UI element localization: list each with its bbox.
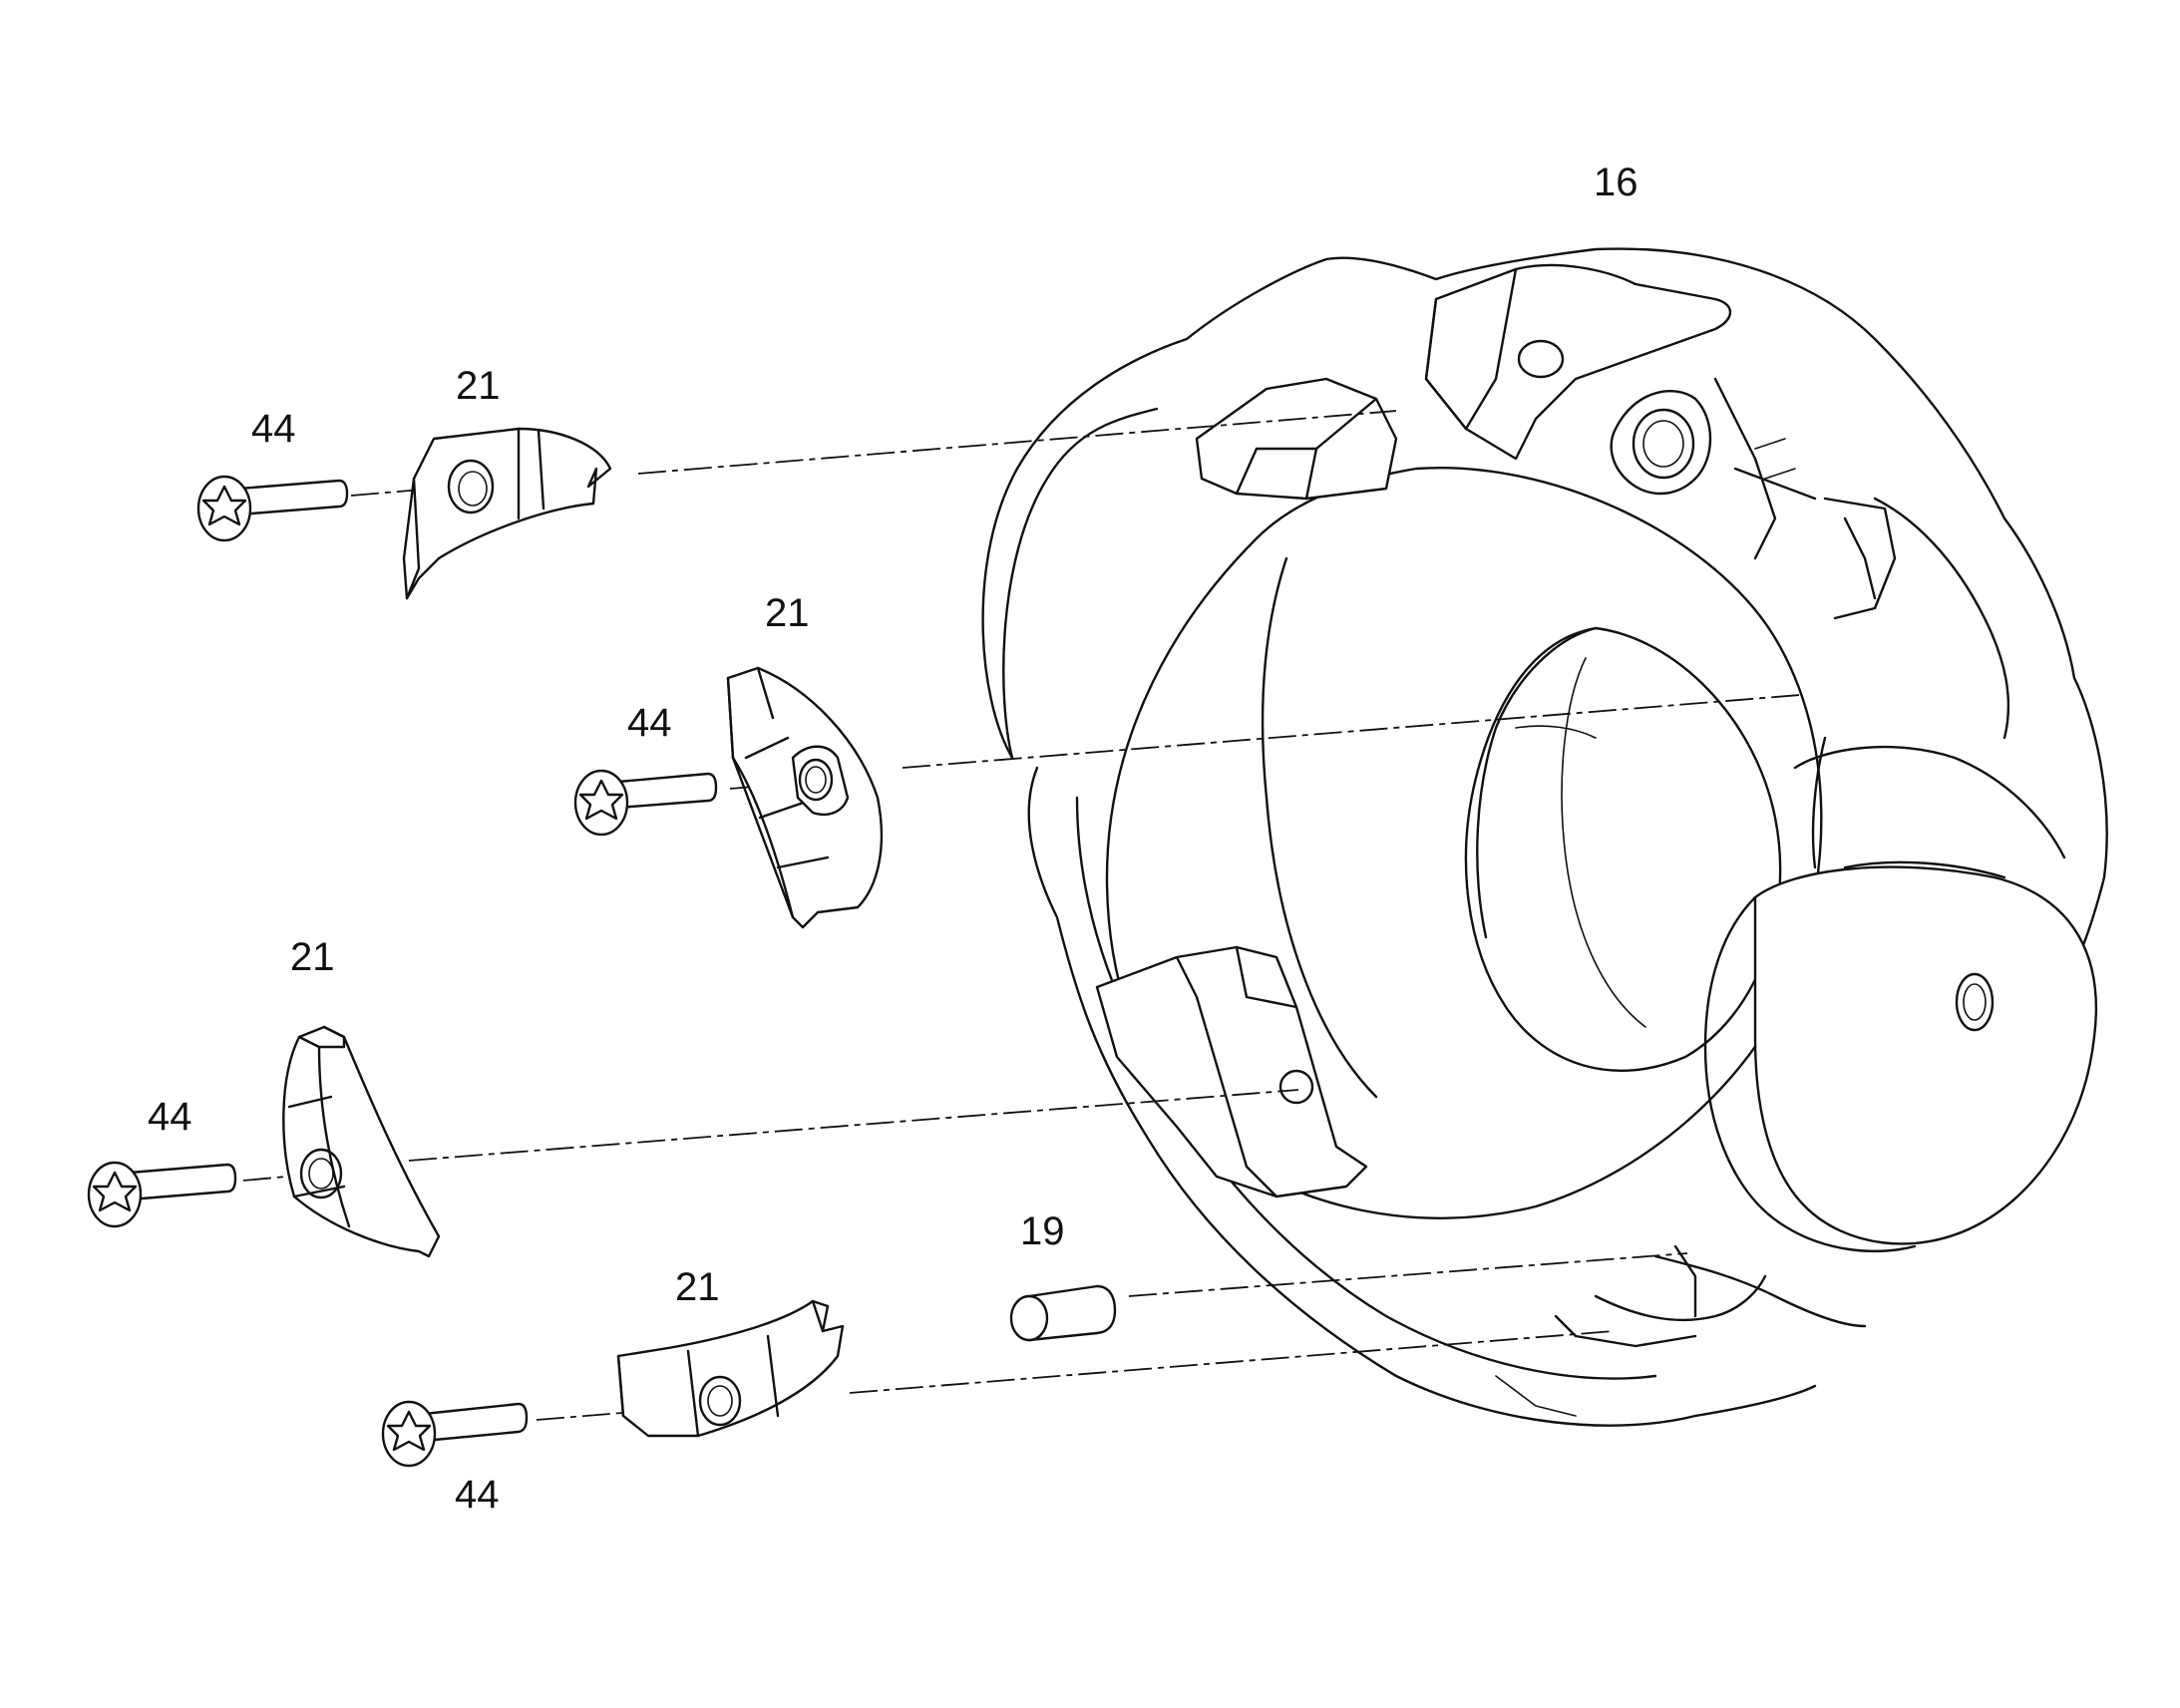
label-segment-2: 21 [765, 591, 810, 635]
housing-part [981, 247, 2108, 1427]
torx-screw-icon [578, 779, 624, 821]
label-segment-1: 21 [456, 364, 501, 408]
torx-screw-icon [92, 1171, 138, 1212]
assembly-line-segment-4 [849, 1330, 1615, 1394]
label-screw-4: 44 [455, 1473, 500, 1517]
label-screw-1: 44 [251, 407, 296, 451]
label-screw-2: 44 [627, 701, 672, 745]
label-pin: 19 [1020, 1209, 1065, 1253]
screw-part-1 [196, 475, 349, 542]
screw-part-2 [573, 769, 718, 837]
segment-part-4 [616, 1299, 845, 1438]
torx-screw-icon [201, 485, 247, 526]
screw-part-4 [381, 1400, 529, 1468]
segment-part-3 [282, 1025, 441, 1258]
segment-part-1 [402, 427, 612, 600]
label-segment-4: 21 [675, 1265, 720, 1309]
assembly-line-segment-1 [637, 410, 1397, 475]
segment-part-2 [726, 666, 884, 929]
assembly-line-segment-3 [408, 1089, 1299, 1162]
pin-part [1009, 1284, 1117, 1342]
assembly-line-screw-1 [350, 486, 458, 497]
torx-screw-icon [386, 1410, 432, 1452]
screw-part-3 [87, 1161, 237, 1228]
label-screw-3: 44 [148, 1095, 192, 1139]
label-housing: 16 [1594, 161, 1638, 204]
assembly-lines [242, 410, 1801, 1421]
assembly-line-pin [1128, 1252, 1688, 1297]
label-segment-3: 21 [290, 935, 335, 979]
assembly-line-segment-2 [902, 694, 1801, 769]
